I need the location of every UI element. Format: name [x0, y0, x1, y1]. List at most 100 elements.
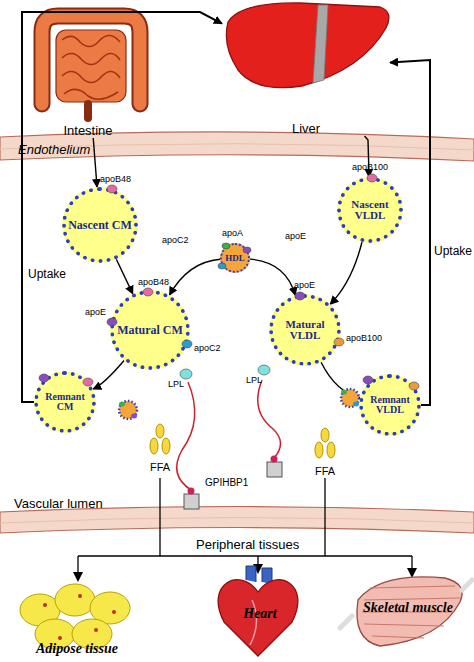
apo-symbols — [39, 174, 419, 390]
apoprotein-label: apoE — [294, 281, 315, 290]
intestine-folds — [62, 35, 120, 99]
arrowhead — [73, 572, 83, 582]
lipoprotein-particle: Remnant CM — [34, 371, 96, 433]
ffa-lobe — [150, 438, 158, 454]
ffa-lobe — [315, 442, 323, 458]
heart-illustration — [218, 566, 298, 656]
ffa-lobe — [327, 442, 335, 458]
apo-symbol — [353, 402, 359, 407]
flow-arrow — [116, 259, 132, 294]
organ-node: Liver — [222, 0, 390, 136]
lpl-symbol — [180, 369, 192, 379]
ffa-lobe — [321, 428, 329, 442]
tissue-node: Adipose tissue — [18, 580, 136, 656]
lipoprotein-particle: Remnant VLDL — [359, 374, 421, 436]
nucleus-dot — [112, 610, 116, 614]
membrane-label: Endothelium — [18, 143, 90, 156]
apo-symbol — [131, 414, 137, 419]
lipoprotein-particle: Nascent CM — [62, 187, 138, 263]
colon — [42, 16, 140, 104]
flow-arrow — [321, 362, 360, 398]
flow-arrow — [93, 138, 97, 187]
apoprotein-label: apoB100 — [346, 334, 382, 343]
apoe-symbol — [243, 247, 251, 253]
molecule-label: FFA — [315, 466, 335, 477]
apoprotein-label: apoB48 — [100, 175, 131, 184]
adipose-illustration — [20, 584, 130, 649]
apoprotein-label: apoA — [222, 229, 243, 238]
tissue-name: Skeletal muscle — [363, 601, 453, 615]
ffa-line — [324, 478, 325, 556]
ffa-lobe — [156, 424, 164, 438]
flow-arrow — [390, 60, 430, 405]
apoe-symbol — [295, 292, 305, 300]
particle-name: Remnant CM — [38, 392, 92, 412]
apoe-symbol — [363, 376, 373, 384]
enzyme-label: LPL — [168, 380, 184, 389]
fat-cell — [55, 584, 95, 616]
receptor-label: GPIHBP1 — [205, 478, 248, 488]
receptor-head — [271, 456, 278, 463]
nucleus-dot — [43, 603, 47, 607]
apo-symbol — [119, 402, 125, 407]
gpihbp1-receptor — [184, 494, 199, 509]
membrane-band — [0, 507, 474, 534]
tendon — [340, 580, 472, 628]
small-hdl — [119, 401, 137, 419]
apoprotein-label: apoC2 — [162, 236, 189, 245]
nucleus-dot — [78, 594, 82, 598]
muscle-fibers — [362, 586, 460, 638]
tissue-node: Heart — [215, 570, 305, 658]
hdl-particle: HDL — [220, 243, 250, 273]
liver-illustration — [226, 3, 389, 88]
tissue-arrowheads — [73, 564, 417, 582]
liver-ligament — [313, 5, 328, 83]
tissue-name: Heart — [243, 607, 276, 621]
ffa-lobe — [162, 438, 170, 454]
flow-arrow — [22, 12, 222, 402]
small-hdl — [341, 389, 359, 407]
colon-outline — [42, 16, 140, 104]
intestine-illustration — [42, 16, 140, 118]
nucleus-dot — [94, 628, 98, 632]
organ-node: Intestine — [22, 4, 154, 138]
muscle-illustration — [340, 577, 472, 646]
particle-name: HDL — [225, 254, 245, 263]
lipoprotein-particle: Matural CM — [110, 290, 190, 370]
particle-name: Matural CM — [117, 324, 183, 336]
lpl-anchors — [177, 380, 282, 509]
apoprotein-label: apoE — [85, 308, 106, 317]
apob48-symbol — [83, 378, 93, 386]
small-intestine — [56, 30, 126, 102]
flow-arrow — [93, 360, 124, 389]
compartment-label: Vascular lumen — [14, 497, 103, 510]
molecule-label: FFA — [150, 462, 170, 473]
ffa-line — [159, 478, 160, 556]
organ-name: Intestine — [63, 123, 112, 138]
muscle-shape — [357, 577, 462, 646]
liver-lobe — [226, 3, 389, 88]
apob100-symbol — [334, 338, 344, 346]
vascular-band — [0, 507, 474, 534]
lpl-symbol — [258, 365, 270, 375]
apoprotein-label: apoB100 — [352, 163, 388, 172]
lipoprotein-particle: Matural VLDL — [269, 294, 341, 366]
tissue-name: Adipose tissue — [36, 642, 118, 656]
apoprotein-label: apoC2 — [194, 344, 221, 353]
apob100-symbol — [409, 382, 419, 390]
membrane-line — [0, 518, 474, 524]
lpl-tether — [177, 382, 195, 490]
group-label: Peripheral tissues — [196, 538, 299, 551]
particle-name: Nascent CM — [68, 219, 132, 231]
particle-name: Matural VLDL — [273, 319, 337, 341]
lpl-tether — [258, 380, 281, 458]
apoa-symbol — [222, 243, 230, 249]
apob100-symbol — [367, 174, 377, 182]
apob48-symbol — [107, 185, 117, 193]
vessels — [246, 566, 272, 584]
gpihbp1-receptor — [267, 462, 282, 477]
